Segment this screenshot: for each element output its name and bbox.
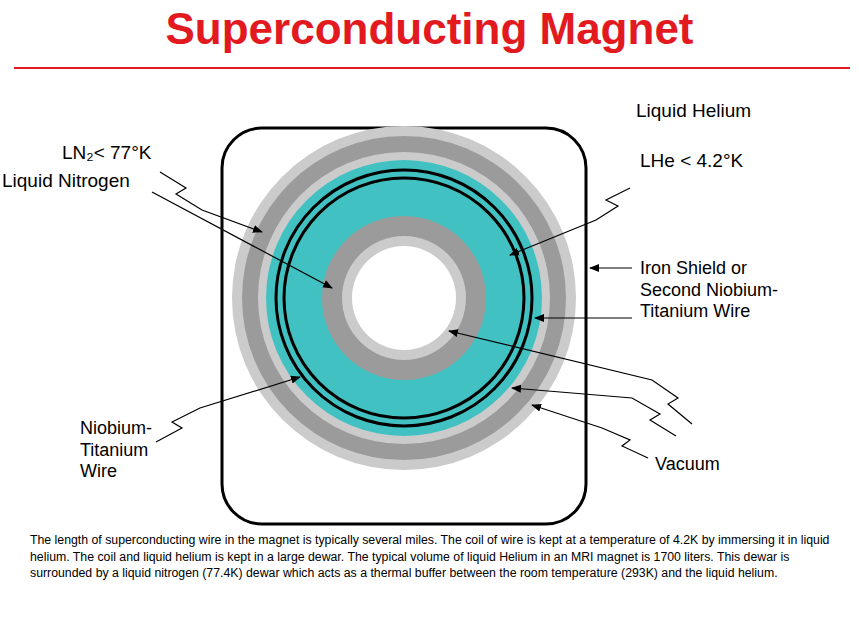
cryostat-rings: [232, 126, 576, 470]
title-rule: [14, 67, 850, 69]
wire-label: Niobium-Titanium Wire: [80, 418, 175, 483]
caption-text: The length of superconducting wire in th…: [30, 532, 835, 582]
diagram-title: Superconducting Magnet: [0, 4, 859, 54]
leader-lines: [152, 172, 692, 458]
temperature-label: LHe < 4.2°K: [640, 150, 840, 173]
vacuum-label: Vacuum: [655, 454, 775, 476]
coolant-label: Liquid Helium: [636, 100, 836, 123]
coolant-label: Liquid Nitrogen: [2, 170, 172, 193]
shield-label: Iron Shield or Second Niobium-Titanium W…: [640, 258, 810, 323]
temperature-label: LN₂< 77°K: [62, 142, 222, 165]
